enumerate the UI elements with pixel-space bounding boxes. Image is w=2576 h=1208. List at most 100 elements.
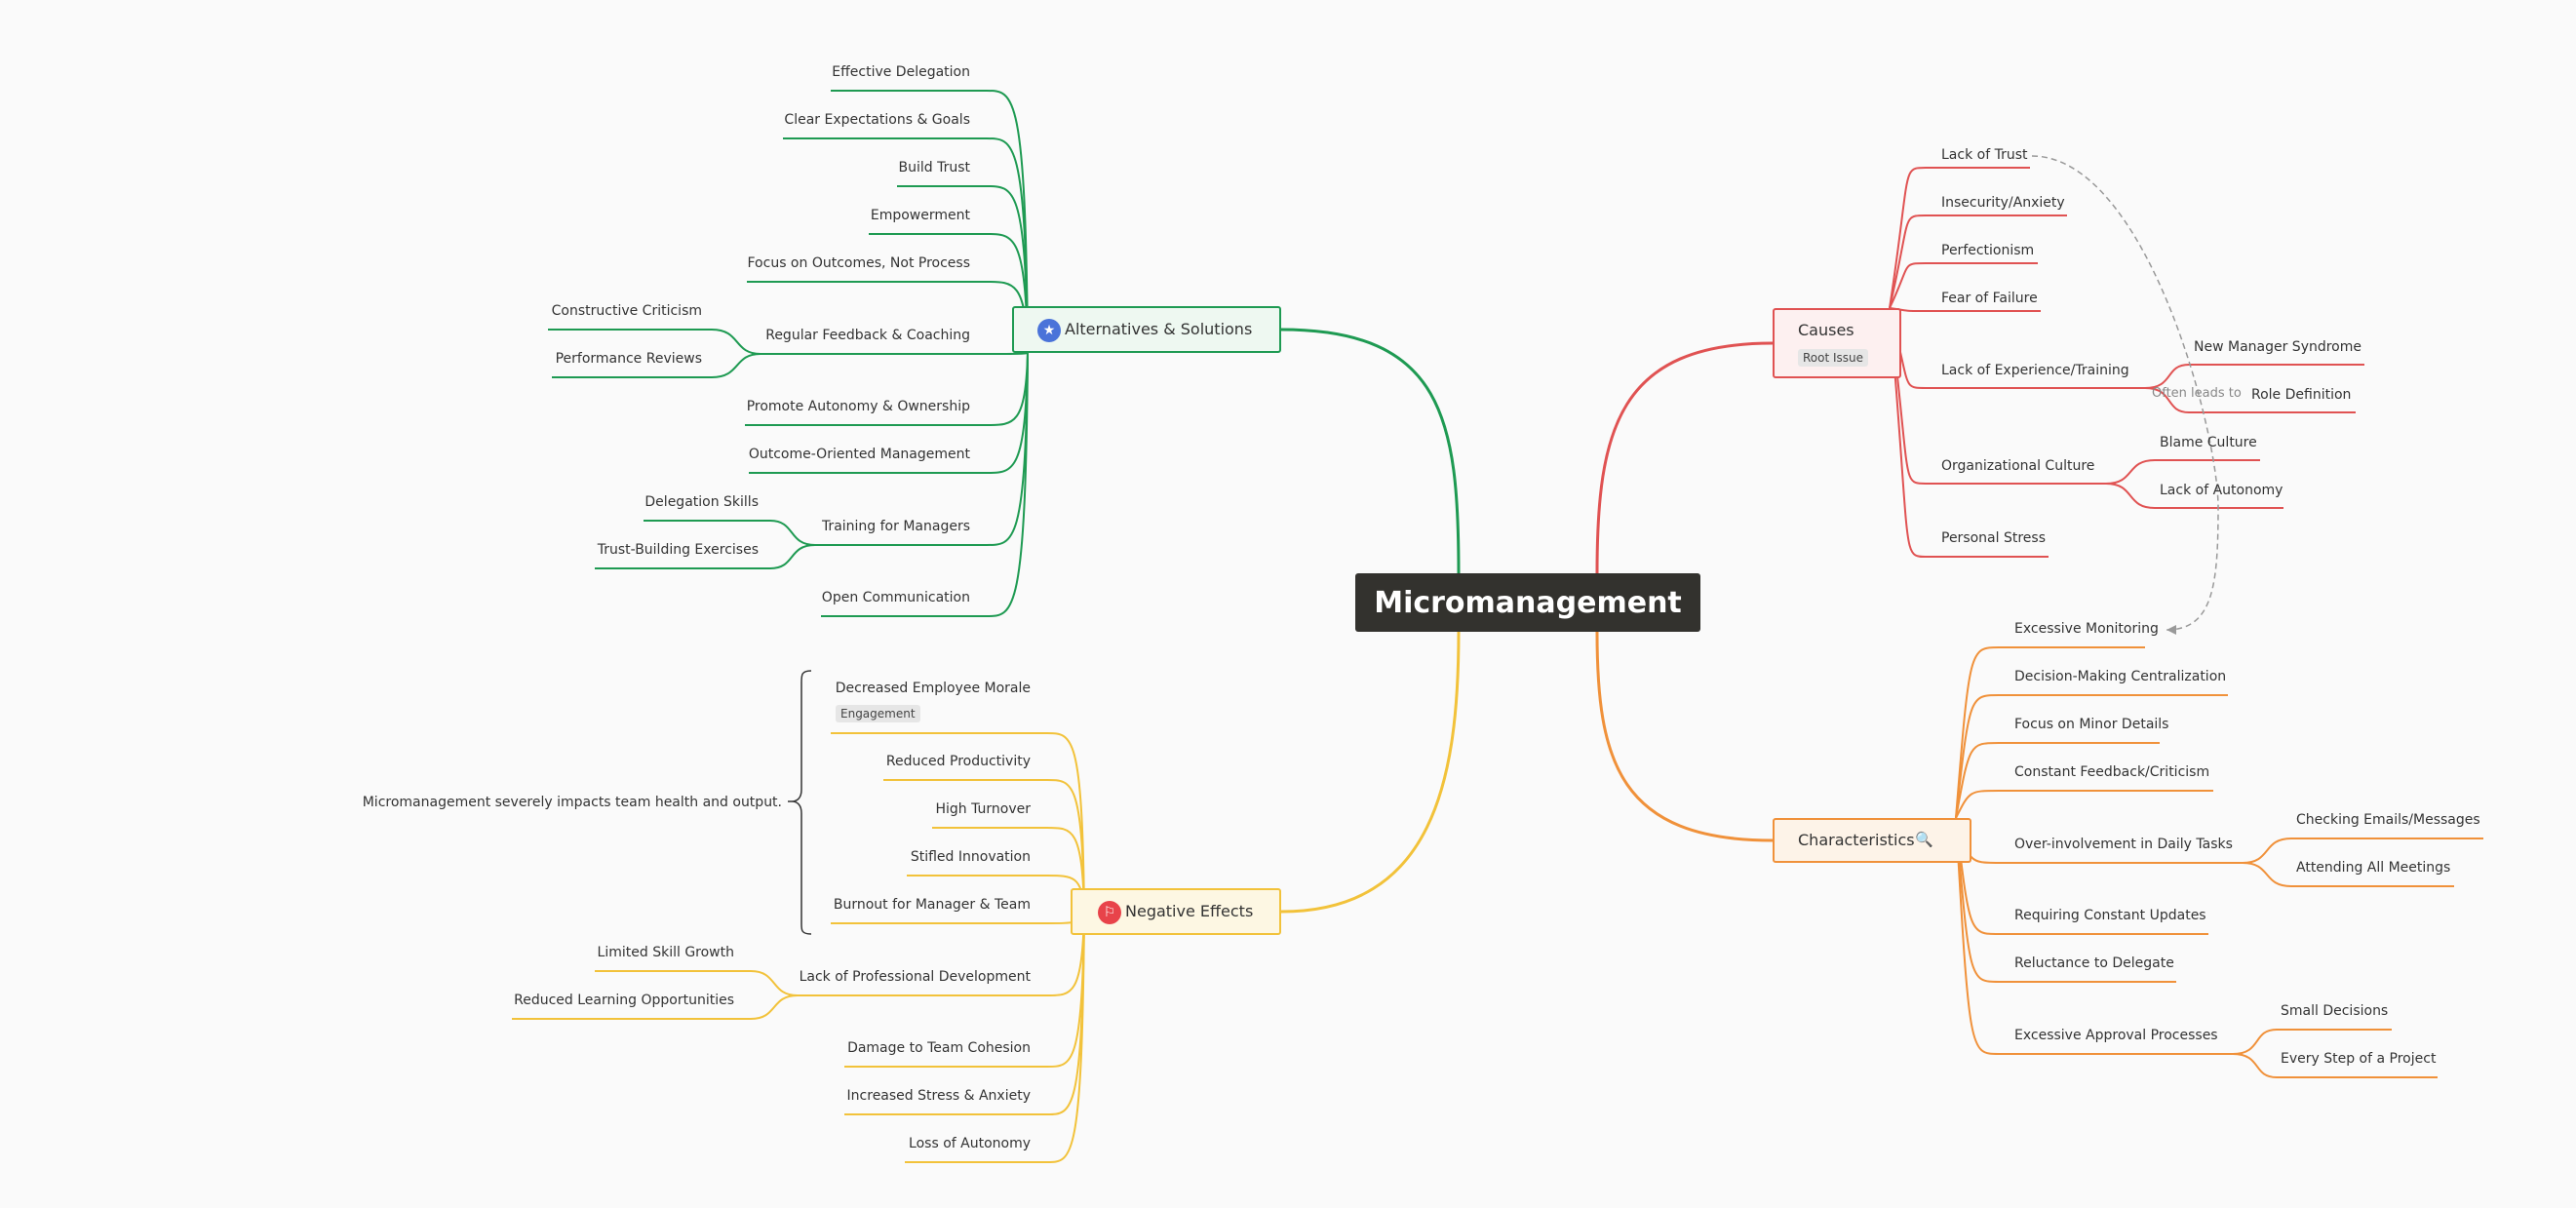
link-effects-5-0	[595, 970, 799, 996]
subtopic-personal-stress[interactable]: Personal Stress	[1941, 530, 2046, 546]
subtopic-constant-feedback-criticism[interactable]: Constant Feedback/Criticism	[2014, 764, 2210, 780]
subtopic-training-for-managers[interactable]: Training for Managers	[821, 519, 970, 534]
branch-effects	[1280, 631, 1461, 914]
link-effects-8	[905, 911, 1085, 1163]
subtopic-blame-culture[interactable]: Blame Culture	[2160, 435, 2257, 450]
subtopic-lack-of-professional-development[interactable]: Lack of Professional Development	[799, 969, 1031, 985]
subtopic-new-manager-syndrome[interactable]: New Manager Syndrome	[2194, 339, 2361, 355]
relationship-line	[2031, 155, 2219, 631]
link-causes-4-1	[2144, 387, 2356, 413]
link-causes-2	[1889, 262, 2038, 309]
subtopic-excessive-approval-processes[interactable]: Excessive Approval Processes	[2014, 1028, 2218, 1043]
subtopic-performance-reviews[interactable]: Performance Reviews	[555, 351, 702, 367]
subtopic-delegation-skills[interactable]: Delegation Skills	[644, 494, 759, 510]
branch-solutions	[1280, 328, 1461, 574]
link-characteristics-4-1	[2242, 862, 2454, 887]
subtopic-outcome-oriented-management[interactable]: Outcome-Oriented Management	[748, 447, 970, 462]
link-characteristics-6	[1955, 817, 2176, 983]
subtopic-checking-emails[interactable]: Checking Emails/Messages	[2296, 812, 2480, 828]
link-solutions-8-1	[595, 544, 816, 569]
subtopic-reluctance-to-delegate[interactable]: Reluctance to Delegate	[2014, 955, 2174, 971]
subtopic-requiring-constant-updates[interactable]: Requiring Constant Updates	[2014, 908, 2206, 923]
flag-icon: ⚐	[1098, 901, 1121, 924]
subtopic-damage-to-team-cohesion[interactable]: Damage to Team Cohesion	[847, 1040, 1031, 1056]
subtopic-open-communication[interactable]: Open Communication	[821, 590, 970, 605]
subtopic-decision-making-centralization[interactable]: Decision-Making Centralization	[2014, 669, 2227, 684]
branch-causes	[1595, 341, 1774, 574]
subtopic-effective-delegation[interactable]: Effective Delegation	[832, 64, 970, 80]
link-effects-1	[883, 779, 1085, 913]
subtopic-attending-all-meetings[interactable]: Attending All Meetings	[2296, 860, 2451, 876]
link-solutions-5	[761, 352, 1029, 355]
subtopic-lack-of-experience-training[interactable]: Lack of Experience/Training	[1941, 363, 2129, 378]
subtopic-trust-building-exercises[interactable]: Trust-Building Exercises	[597, 542, 759, 558]
subtopic-organizational-culture[interactable]: Organizational Culture	[1941, 458, 2095, 474]
summary-note[interactable]: Micromanagement severely impacts team he…	[362, 795, 782, 810]
topic-negative-effects-label: Negative Effects	[1125, 902, 1254, 920]
subtopic-clear-expectations[interactable]: Clear Expectations & Goals	[784, 112, 970, 128]
topic-alternatives-solutions[interactable]: ★ Alternatives & Solutions	[1012, 306, 1281, 353]
subtopic-focus-on-minor-details[interactable]: Focus on Minor Details	[2014, 717, 2169, 732]
topic-causes[interactable]: Causes Root Issue	[1773, 308, 1901, 378]
subtopic-role-definition[interactable]: Role Definition	[2251, 387, 2352, 403]
relationship-label[interactable]: Often leads to	[2152, 386, 2242, 401]
subtopic-fear-of-failure[interactable]: Fear of Failure	[1941, 291, 2038, 306]
link-characteristics-1	[1955, 694, 2228, 819]
link-characteristics-2	[1955, 742, 2160, 819]
link-causes-5-1	[2105, 483, 2283, 509]
engagement-tag: Engagement	[836, 705, 920, 722]
subtopic-high-turnover[interactable]: High Turnover	[935, 801, 1031, 817]
subtopic-lack-of-autonomy-cause[interactable]: Lack of Autonomy	[2160, 483, 2283, 498]
link-causes-5-0	[2105, 459, 2260, 485]
subtopic-build-trust[interactable]: Build Trust	[898, 160, 971, 175]
link-characteristics-7-1	[2232, 1053, 2438, 1078]
magnifier-icon: 🔍	[1915, 831, 1933, 848]
link-solutions-2	[897, 185, 1029, 354]
root-issue-tag: Root Issue	[1798, 349, 1869, 367]
link-causes-3	[1889, 307, 2041, 312]
subtopic-focus-on-outcomes[interactable]: Focus on Outcomes, Not Process	[747, 255, 971, 271]
topic-negative-effects[interactable]: ⚐ Negative Effects	[1071, 888, 1281, 935]
link-effects-2	[932, 827, 1085, 913]
subtopic-small-decisions[interactable]: Small Decisions	[2281, 1003, 2389, 1019]
subtopic-every-step-of-project[interactable]: Every Step of a Project	[2281, 1051, 2437, 1067]
link-solutions-8-0	[644, 520, 816, 546]
subtopic-excessive-monitoring[interactable]: Excessive Monitoring	[2014, 621, 2159, 637]
subtopic-perfectionism[interactable]: Perfectionism	[1941, 243, 2035, 258]
link-characteristics-3	[1955, 790, 2213, 819]
subtopic-stifled-innovation[interactable]: Stifled Innovation	[910, 849, 1031, 865]
star-icon: ★	[1037, 319, 1061, 342]
topic-alternatives-solutions-label: Alternatives & Solutions	[1065, 320, 1253, 338]
subtopic-reduced-productivity[interactable]: Reduced Productivity	[885, 754, 1031, 769]
link-causes-4-0	[2144, 364, 2364, 389]
subtopic-lack-of-trust[interactable]: Lack of Trust	[1941, 147, 2028, 163]
subtopic-regular-feedback-coaching[interactable]: Regular Feedback & Coaching	[765, 328, 970, 343]
subtopic-decreased-morale[interactable]: Decreased Employee Morale	[835, 681, 1031, 696]
subtopic-increased-stress[interactable]: Increased Stress & Anxiety	[846, 1088, 1031, 1104]
relationship-arrowhead	[2166, 625, 2176, 635]
link-solutions-9	[821, 352, 1029, 617]
topic-characteristics-label: Characteristics	[1798, 831, 1915, 849]
subtopic-over-involvement[interactable]: Over-involvement in Daily Tasks	[2014, 837, 2233, 852]
link-characteristics-4-0	[2242, 838, 2483, 864]
link-characteristics-7	[1955, 817, 2233, 1055]
subtopic-insecurity-anxiety[interactable]: Insecurity/Anxiety	[1941, 195, 2065, 211]
subtopic-constructive-criticism[interactable]: Constructive Criticism	[551, 303, 702, 319]
branch-characteristics	[1595, 631, 1774, 842]
subtopic-burnout[interactable]: Burnout for Manager & Team	[833, 897, 1031, 913]
link-characteristics-0	[1955, 646, 2145, 819]
link-characteristics-7-0	[2232, 1029, 2392, 1055]
link-causes-0	[1889, 167, 2030, 309]
subtopic-promote-autonomy[interactable]: Promote Autonomy & Ownership	[746, 399, 970, 414]
link-causes-1	[1889, 214, 2067, 309]
topic-characteristics[interactable]: Characteristics 🔍	[1773, 818, 1971, 863]
root-topic[interactable]: Micromanagement	[1355, 573, 1700, 632]
link-causes-6	[1889, 307, 2049, 558]
subtopic-empowerment[interactable]: Empowerment	[870, 208, 970, 223]
subtopic-limited-skill-growth[interactable]: Limited Skill Growth	[597, 945, 734, 960]
subtopic-loss-of-autonomy[interactable]: Loss of Autonomy	[909, 1136, 1031, 1151]
link-effects-0	[831, 732, 1085, 913]
subtopic-reduced-learning-opportunities[interactable]: Reduced Learning Opportunities	[514, 993, 734, 1008]
